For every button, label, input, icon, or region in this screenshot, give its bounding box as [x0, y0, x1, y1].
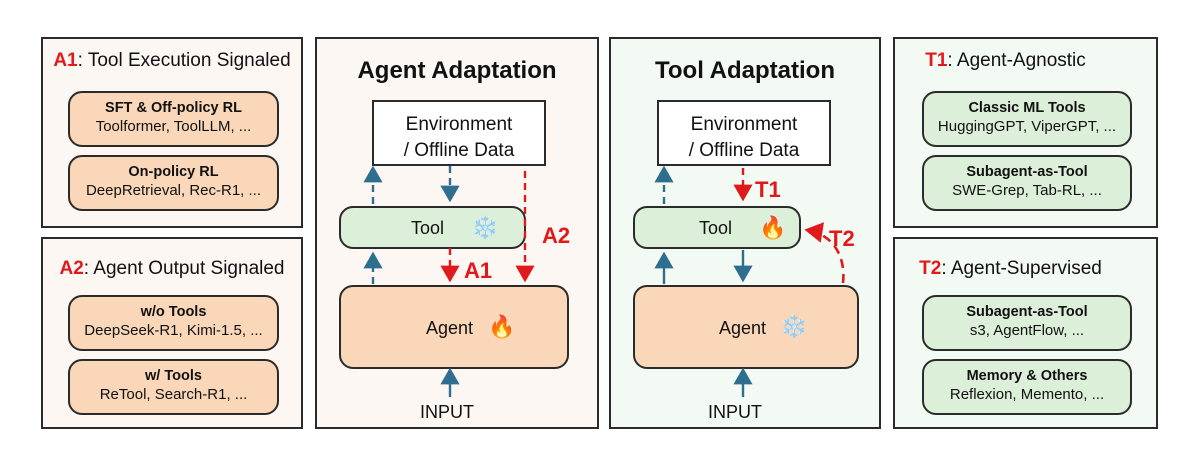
- method-card-examples: Toolformer, ToolLLM, ...: [95, 118, 252, 135]
- method-card-examples: DeepSeek-R1, Kimi-1.5, ...: [84, 322, 263, 339]
- method-card-examples: ReTool, Search-R1, ...: [99, 386, 248, 403]
- a2-panel-title: A2: Agent Output Signaled: [59, 258, 285, 279]
- t1-panel-title: T1: Agent-Agnostic: [925, 50, 1086, 71]
- t2-panel-title: T2: Agent-Supervised: [919, 258, 1102, 279]
- method-card: Memory & Others Reflexion, Memento, ...: [922, 359, 1132, 415]
- method-card: Subagent-as-Tool SWE-Grep, Tab-RL, ...: [922, 155, 1132, 211]
- fire-icon: 🔥: [759, 215, 787, 240]
- a1-arrow-label: A1: [464, 258, 493, 283]
- tool-adaptation-panel: Tool Adaptation Environment / Offline Da…: [609, 37, 881, 429]
- t1-panel: T1: Agent-Agnostic Classic ML Tools Hugg…: [893, 37, 1158, 228]
- method-card-examples: SWE-Grep, Tab-RL, ...: [952, 182, 1102, 199]
- method-card: SFT & Off-policy RL Toolformer, ToolLLM,…: [68, 91, 279, 147]
- method-card-title: On-policy RL: [128, 164, 219, 180]
- a2-arrow-label: A2: [542, 223, 571, 248]
- input-label: INPUT: [420, 402, 474, 422]
- method-card: On-policy RL DeepRetrieval, Rec-R1, ...: [68, 155, 279, 211]
- a1-panel: A1: Tool Execution Signaled SFT & Off-po…: [41, 37, 303, 228]
- agent-adaptation-panel: Agent Adaptation Environment / Offline D…: [315, 37, 599, 429]
- t1-arrow-label: T1: [755, 177, 781, 202]
- method-card-examples: s3, AgentFlow, ...: [969, 322, 1085, 339]
- method-card-title: Classic ML Tools: [968, 100, 1086, 116]
- method-card-title: Subagent-as-Tool: [966, 164, 1088, 180]
- method-card: Classic ML Tools HuggingGPT, ViperGPT, .…: [922, 91, 1132, 147]
- method-card-title: w/ Tools: [145, 368, 202, 384]
- tool-box: Tool 🔥: [633, 206, 801, 249]
- a2-panel: A2: Agent Output Signaled w/o Tools Deep…: [41, 237, 303, 429]
- method-card-title: SFT & Off-policy RL: [105, 100, 242, 116]
- snowflake-icon: ❄️: [780, 314, 808, 339]
- method-card: w/o Tools DeepSeek-R1, Kimi-1.5, ...: [68, 295, 279, 351]
- method-card-examples: DeepRetrieval, Rec-R1, ...: [85, 182, 262, 199]
- t2-arrow-label: T2: [829, 226, 855, 251]
- method-card-title: Memory & Others: [966, 368, 1088, 384]
- method-card-examples: Reflexion, Memento, ...: [949, 386, 1105, 403]
- method-card-title: w/o Tools: [140, 304, 207, 320]
- agent-adaptation-title: Agent Adaptation: [357, 57, 557, 84]
- tool-box: Tool ❄️: [339, 206, 526, 249]
- tool-adaptation-title: Tool Adaptation: [655, 57, 835, 84]
- environment-box: Environment / Offline Data: [372, 100, 546, 166]
- method-card-examples: HuggingGPT, ViperGPT, ...: [937, 118, 1117, 135]
- agent-label: Agent: [426, 318, 474, 338]
- agent-box: Agent ❄️: [633, 285, 859, 369]
- fire-icon: 🔥: [488, 314, 516, 339]
- method-card-title: Subagent-as-Tool: [966, 304, 1088, 320]
- t2-panel: T2: Agent-Supervised Subagent-as-Tool s3…: [893, 237, 1158, 429]
- method-card: Subagent-as-Tool s3, AgentFlow, ...: [922, 295, 1132, 351]
- agent-label: Agent: [719, 318, 767, 338]
- t2-arrow: [804, 222, 845, 284]
- tool-label: Tool: [411, 218, 445, 238]
- tool-label: Tool: [699, 218, 733, 238]
- environment-box: Environment / Offline Data: [657, 100, 831, 166]
- a1-panel-title: A1: Tool Execution Signaled: [53, 50, 291, 71]
- snowflake-icon: ❄️: [471, 215, 499, 240]
- method-card: w/ Tools ReTool, Search-R1, ...: [68, 359, 279, 415]
- input-label: INPUT: [708, 402, 762, 422]
